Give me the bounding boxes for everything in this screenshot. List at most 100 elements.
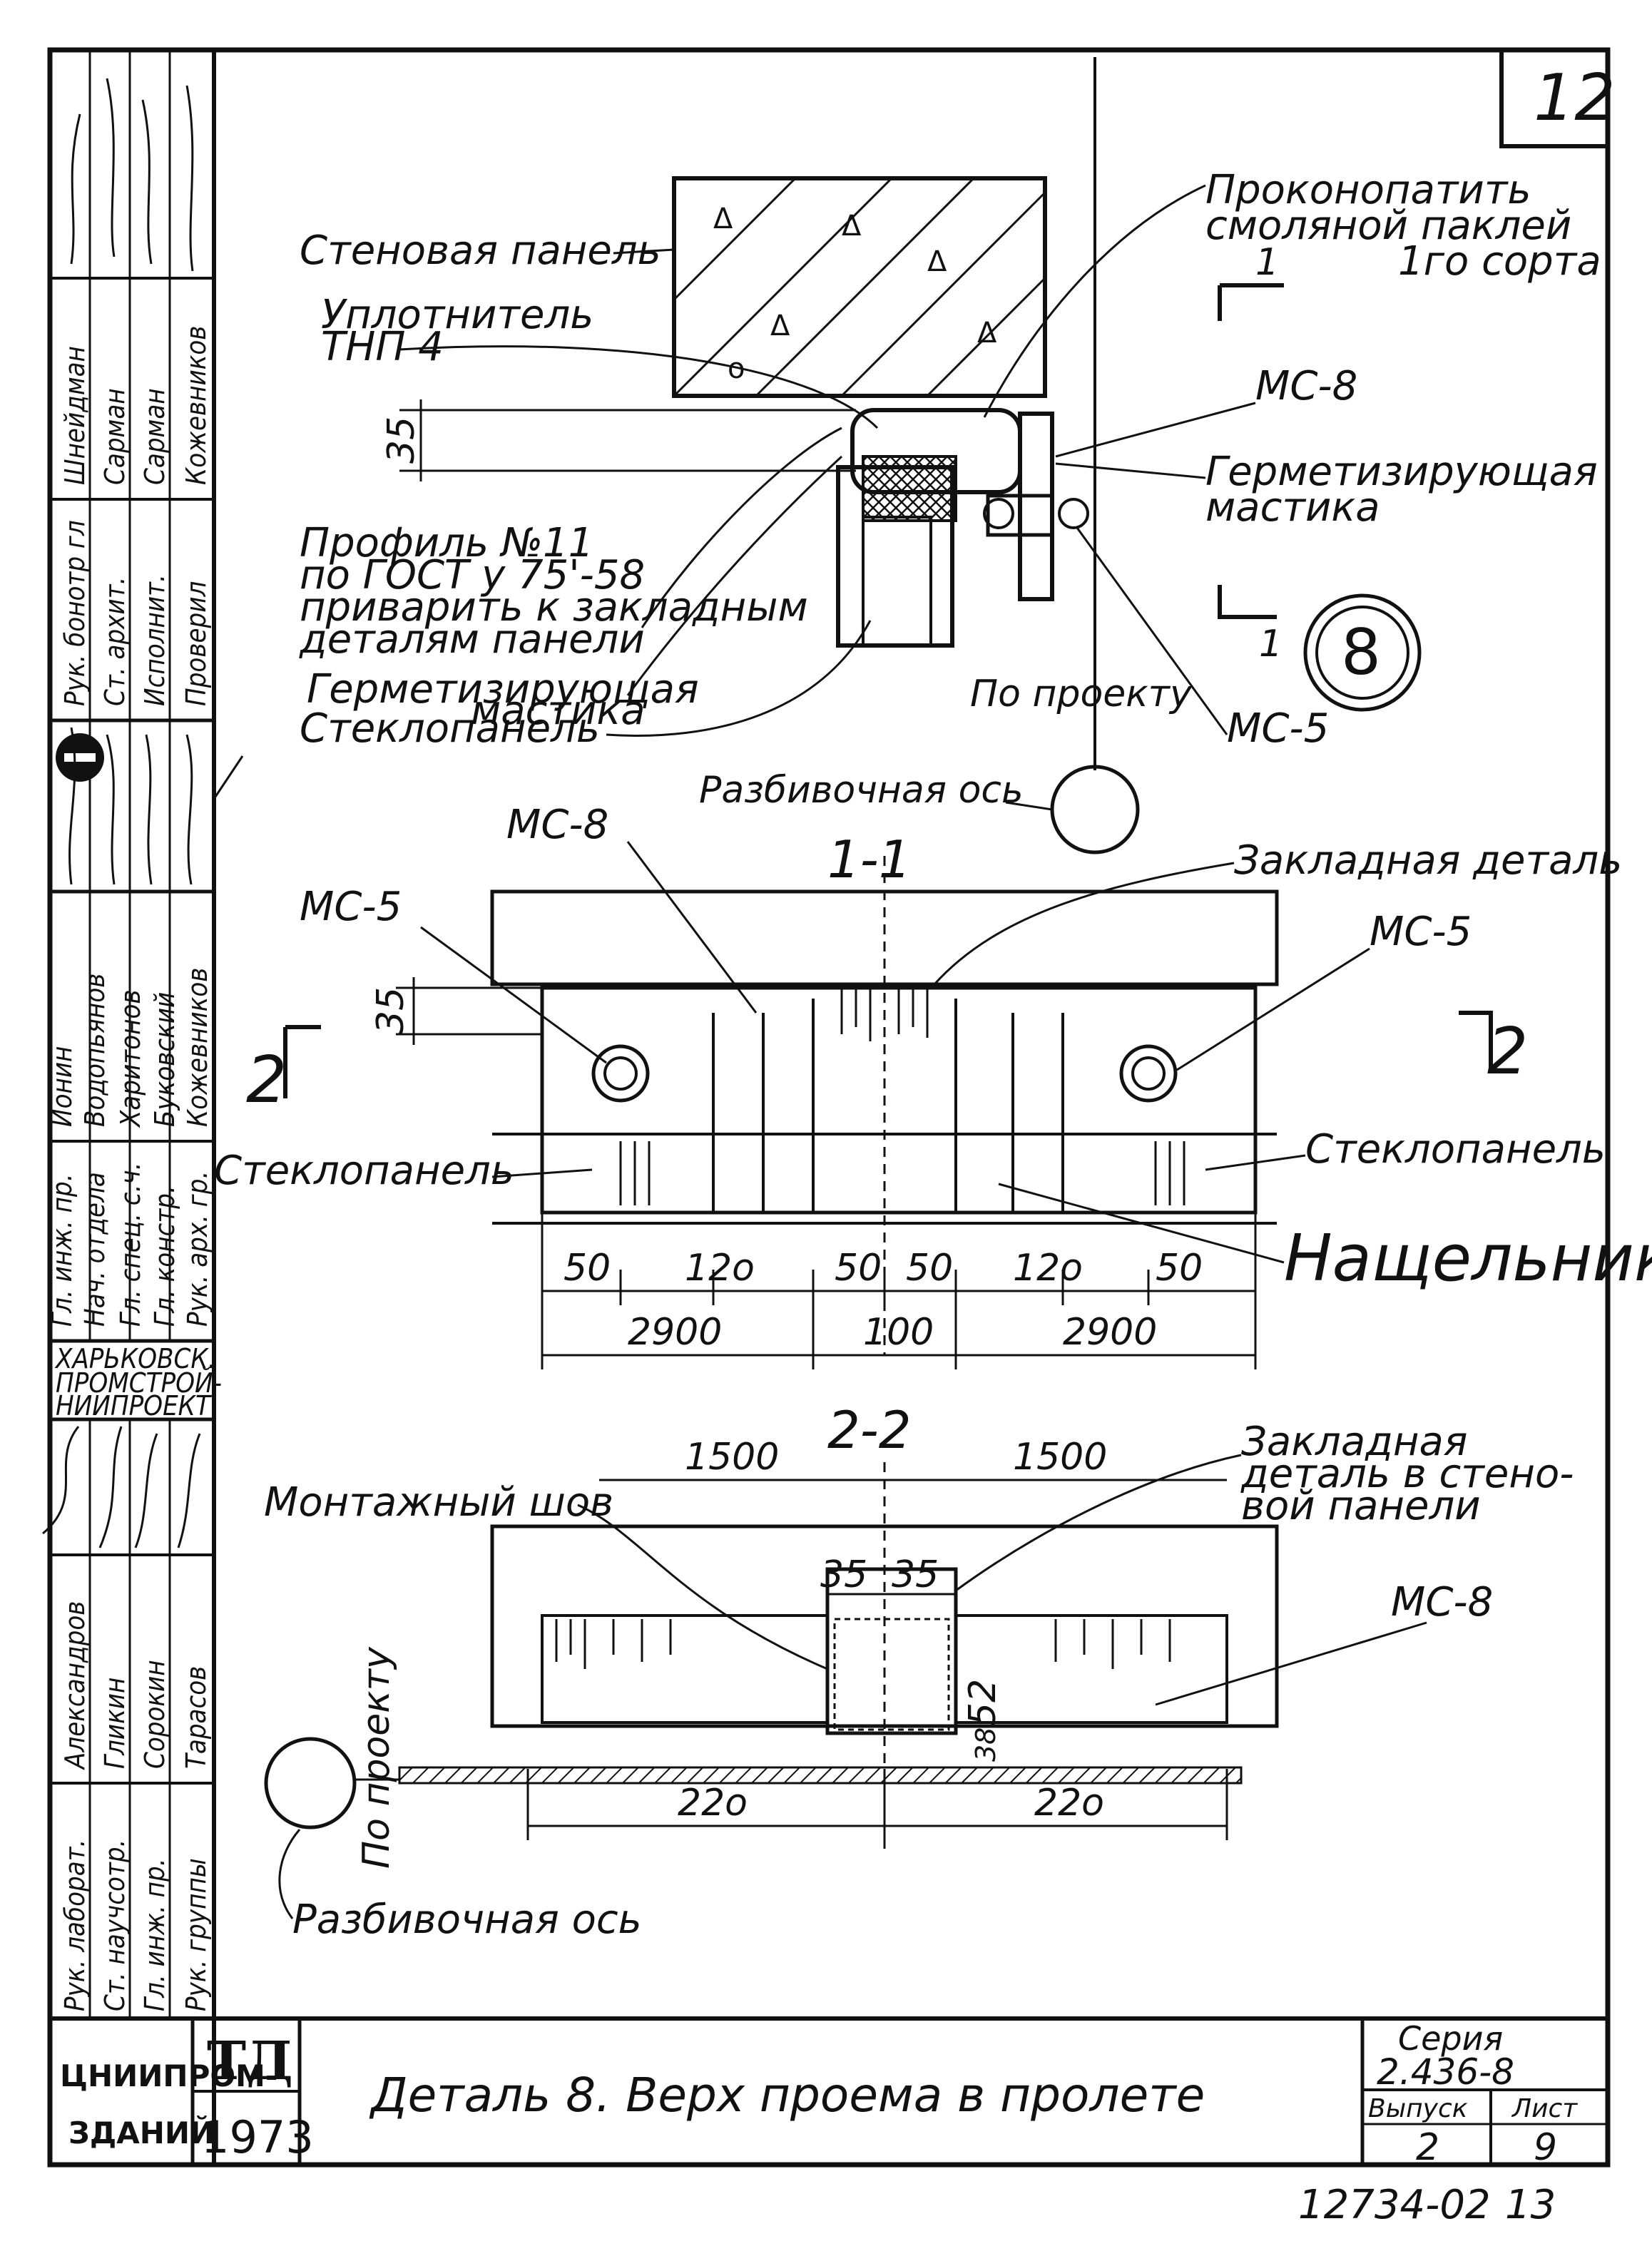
s11-mark-left: 2 (246, 1043, 287, 1118)
td-mark: ТД (207, 2031, 293, 2092)
svg-text:Δ: Δ (770, 310, 790, 342)
section-2-2: 2-2 1500 1500 35 35 52 38 22o (264, 1400, 1574, 1943)
wall-panel (672, 176, 1047, 398)
sheet-value: 9 (1534, 2126, 1557, 2169)
s22-hatched-strip (398, 1766, 1243, 1785)
s11-dim-top-2: 50 (835, 1247, 882, 1290)
s22-embedded-2: деталь в стено- (1240, 1451, 1574, 1497)
s11-title: 1-1 (827, 830, 912, 889)
s22-wall-panel (490, 1524, 1279, 1728)
drawing-title: Деталь 8. Верх проема в пролете (369, 2068, 1205, 2123)
s11-dim-bottom-2: 2900 (1063, 1311, 1157, 1354)
d8-mastic-right-2: мастика (1205, 484, 1380, 531)
sheet-number: 12 (1534, 61, 1616, 136)
stamp-b2-r1-role: Нач. отдела (79, 1172, 111, 1327)
s22-dim-inner-1: 35 (892, 1553, 939, 1596)
s11-dim-bottom-1: 100 (863, 1311, 934, 1354)
d8-seal-label-2: ТНП 4 (321, 324, 444, 370)
s11-ms5-left: МС-5 (300, 884, 402, 930)
stamp-b3-r1-role: Ст. научсотр. (99, 1839, 131, 2011)
stamp-b2-r4-role: Рук. арх. гр. (182, 1171, 213, 1327)
s22-by-project: По проекту (355, 1646, 398, 1869)
org-line-2: ЗДАНИЙ (68, 2115, 215, 2150)
stamp-org-line-2: ПРОМСТРОЙ- (56, 1367, 222, 1399)
s11-mark-right: 2 (1487, 1014, 1528, 1089)
year: 1973 (201, 2111, 314, 2163)
d8-profile-4: деталям панели (299, 616, 645, 663)
svg-text:Δ: Δ (713, 203, 733, 235)
s11-wall-panel (490, 889, 1279, 986)
d8-mastic-left-2: мастика (471, 688, 646, 734)
d8-caulk-label-3: 1го сорта (1398, 238, 1601, 285)
svg-text:Δ: Δ (842, 210, 862, 243)
d8-profile-1: Профиль №11 (300, 520, 593, 566)
d8-seal-label-1: Уплотнитель (321, 292, 593, 338)
s22-dim-bottom-0: 22o (678, 1782, 748, 1824)
sheet-label: Лист (1511, 2094, 1578, 2123)
stamp-b3-r0-role: Рук. лаборат. (59, 1839, 91, 2011)
section-1-1: 1-1 35 2 2 (214, 802, 1652, 1369)
s11-dim-bottom-0: 2900 (628, 1311, 722, 1354)
title-block: ТД 1973 ЦНИИПРОМ- ЗДАНИЙ Деталь 8. Верх … (50, 2016, 1608, 2228)
s11-bolt-left (591, 1044, 650, 1103)
stamp-b1-r0-role: Рук. бонотр гл (59, 520, 91, 706)
d8-profile-3: приварить к закладным (300, 584, 808, 631)
stamp-b1-r3-role: Проверил (180, 581, 212, 706)
stamp-b3-r3-name: Тарасов (180, 1666, 212, 1769)
d8-wall-panel-label: Стеновая панель (300, 228, 661, 274)
sheet-number-box (1499, 48, 1610, 148)
stamp-b3-r3-role: Рук. группы (180, 1858, 212, 2011)
stamp-b2-r2-name: Харитонов (115, 989, 146, 1128)
stamp-b2-r4-name: Кожевников (182, 968, 213, 1127)
archive-number: 12734-02 (1298, 2182, 1491, 2228)
side-stamp: ХАРЬКОВСК. ПРОМСТРОЙ- НИИПРОЕКТ Рук. бон… (42, 50, 222, 2021)
stamp-b3-r1-name: Гликин (99, 1678, 131, 1769)
stamp-org-line-3: НИИПРОЕКТ (56, 1390, 213, 1422)
stamp-b2-r3-role: Гл. констр. (149, 1185, 180, 1327)
d8-mastic-right-1: Герметизирующая (1205, 449, 1598, 495)
s11-dim-35: 35 (369, 987, 412, 1034)
s11-cover-label: Нащельник (1284, 1221, 1652, 1296)
series-label: Серия (1398, 2019, 1503, 2058)
stamp-b2-r1-name: Водопьянов (79, 974, 111, 1127)
s22-mount-joint-label: Монтажный шов (264, 1479, 613, 1526)
d8-profile-2: по ГОСТ у 75'-58 (300, 552, 645, 598)
sheet-border (47, 47, 1611, 2168)
s22-dim-38: 38 (970, 1727, 1001, 1762)
s11-dim-top-3: 50 (906, 1247, 953, 1290)
issue-label: Выпуск (1368, 2094, 1468, 2123)
d8-glass-panel-label: Стеклопанель (300, 705, 600, 752)
stamp-b2-r3-name: Буковский (149, 992, 180, 1127)
s22-title: 2-2 (827, 1400, 912, 1460)
d8-axis-bubble (1050, 765, 1140, 854)
d8-section-mark-bottom: 1 (1259, 623, 1283, 665)
stamp-b3-r0-name: Александров (59, 1601, 91, 1770)
org-line-1: ЦНИИПРОМ- (60, 2058, 277, 2093)
stamp-b2-r2-role: Гл. спец. с.ч. (115, 1163, 146, 1327)
stamp-b1-r1-role: Ст. архит. (99, 577, 131, 706)
stamp-b3-r2-role: Гл. инж. пр. (139, 1858, 170, 2011)
s22-dim-bottom-1: 22o (1034, 1782, 1104, 1824)
s11-glass-right: Стеклопанель (1305, 1126, 1606, 1173)
d8-ms5-label: МС-5 (1227, 705, 1329, 752)
archive-page: 13 (1505, 2182, 1556, 2228)
s11-ms8-label: МС-8 (506, 802, 608, 848)
s22-ms8-label: МС-8 (1391, 1579, 1493, 1626)
detail-8-circle (1303, 593, 1422, 712)
s22-dim-52: 52 (962, 1679, 1004, 1726)
s11-dim-top-5: 50 (1156, 1247, 1203, 1290)
series-value: 2.436-8 (1377, 2051, 1514, 2093)
s11-dim-top-0: 50 (564, 1247, 611, 1290)
svg-text:Δ: Δ (977, 317, 997, 349)
s22-embedded (825, 1567, 958, 1735)
d8-axis-label: Разбивочная ось (699, 769, 1024, 812)
s22-dim-top-1: 1500 (1013, 1436, 1107, 1479)
detail-8-number: 8 (1341, 616, 1381, 689)
s11-dim-top-1: 12o (685, 1247, 755, 1290)
s11-embedded-label: Закладная деталь (1234, 837, 1622, 884)
d8-section-mark-top: 1 (1255, 241, 1279, 284)
s22-axis-bubble (264, 1737, 357, 1829)
d8-ms8-label: МС-8 (1255, 363, 1357, 409)
